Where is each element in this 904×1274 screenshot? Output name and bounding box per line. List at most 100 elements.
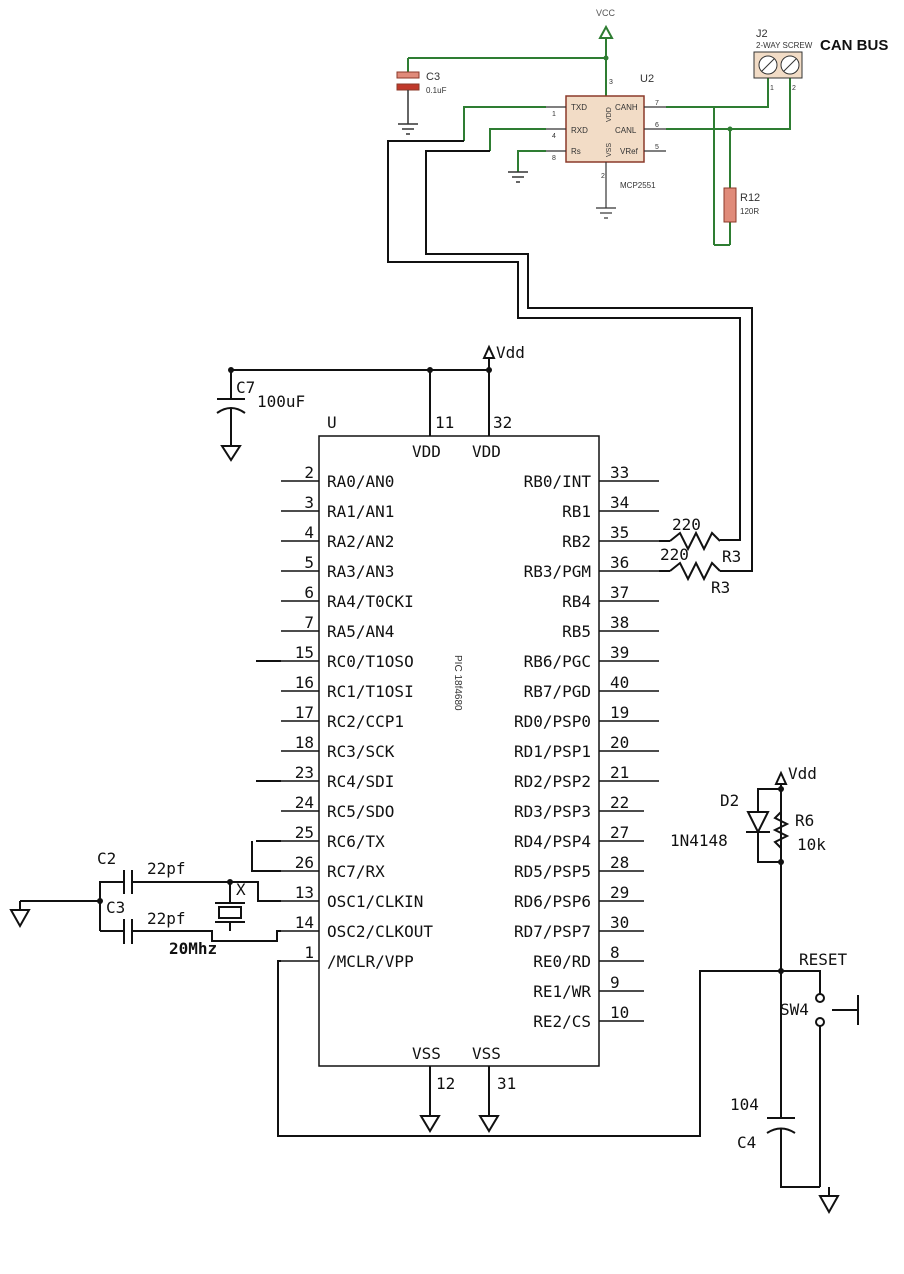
r12-value: 120R [740,207,759,216]
left-bus-stubs [251,660,281,872]
reset-junction-3 [778,859,784,865]
pic-pin-right: 20 RD1/PSP1 [514,733,659,761]
c2-value: 22pf [147,859,186,878]
r12-ref: R12 [740,192,760,204]
c4-ref: C4 [737,1133,756,1152]
txd-trace [463,106,546,141]
pin-name: RB4 [562,592,591,611]
pin-number: 13 [295,883,314,902]
r3a-resistor [669,530,721,552]
vdd-top-label: Vdd [496,343,525,362]
pin-number: 20 [610,733,629,752]
c4-value: 104 [730,1095,759,1114]
pin-name: OSC2/CLKOUT [327,922,433,941]
r3a-value: 220 [672,515,701,534]
pin-number: 40 [610,673,629,692]
pin-number: 7 [304,613,314,632]
pin-name: RA1/AN1 [327,502,394,521]
pin-number: 23 [295,763,314,782]
pin-number: 16 [295,673,314,692]
u2-pin-canh-name: CANH [615,103,638,112]
pin-name: RB6/PGC [524,652,591,671]
pin-name: RC0/T1OSO [327,652,414,671]
xtal-junction-2 [97,898,103,904]
pic-ref: U [327,413,337,432]
u2-pin-canl-num: 6 [655,122,659,129]
r3b-resistor [669,560,721,582]
c3-value: 22pf [147,909,186,928]
pin-number: 14 [295,913,314,932]
pin-number: 22 [610,793,629,812]
mcu-rx-wire [387,140,753,572]
pic-part: PIC 18f4680 [452,655,463,711]
pin-number: 1 [304,943,314,962]
pic-pin-right: 10 RE2/CS [533,1003,644,1031]
pin-number: 34 [610,493,629,512]
j2-title: CAN BUS [820,37,888,54]
can-transceiver-section: VCC C3 0.1uF U2 MCP2551 TXD RXD Rs CANH … [387,8,888,572]
c3-top-value: 0.1uF [426,86,447,95]
u2-pin-txd-num: 1 [552,111,556,118]
xtal-junction-1 [227,879,233,885]
j2-ref: J2 [756,28,768,40]
c7-capacitor [216,370,246,462]
c3-top-ref: C3 [426,71,440,83]
pin-name: RC7/RX [327,862,385,881]
pin-number: 3 [304,493,314,512]
pin-number: 10 [610,1003,629,1022]
r3a-ref: R3 [722,547,741,566]
crystal-mark: X [236,880,246,899]
pin-name: RC2/CCP1 [327,712,404,731]
pin-number: 9 [610,973,620,992]
pin-name: RD4/PSP4 [514,832,591,851]
pin-name: RD3/PSP3 [514,802,591,821]
pin-name: RB1 [562,502,591,521]
u2-ref: U2 [640,73,654,85]
pic-section: Vdd C7 100uF U PIC 18f4680 VDD VDD 11 32… [9,343,859,1215]
pin-name: RC3/SCK [327,742,395,761]
j2-pin2: 2 [792,85,796,92]
pin-name: RA0/AN0 [327,472,394,491]
u2-pin-rs-num: 8 [552,155,556,162]
vss-label-1: VSS [412,1044,441,1063]
crystal-value: 20Mhz [169,939,217,958]
pic-right-pins: 33RB0/INT34RB135RB236RB3/PGM37RB438RB539… [514,463,670,1031]
vdd-pin-32: 32 [493,413,512,432]
j2-screw-2-slot [783,58,797,72]
rs-ground [517,150,546,172]
pic-pin-left: 14 OSC2/CLKOUT [281,913,433,941]
pin-name: RB3/PGM [524,562,591,581]
c3-ref: C3 [106,898,125,917]
pin-name: RE2/CS [533,1012,591,1031]
vss-label-2: VSS [472,1044,501,1063]
r12-body [723,187,737,223]
pin-number: 29 [610,883,629,902]
j2-screw-1-slot [761,58,775,72]
pin-name: RA4/T0CKI [327,592,414,611]
pin-name: RD1/PSP1 [514,742,591,761]
pin-number: 6 [304,583,314,602]
pin-name: RA3/AN3 [327,562,394,581]
d2-ref: D2 [720,791,739,810]
pic-pin-right: 9 RE1/WR [533,973,644,1001]
pin-number: 18 [295,733,314,752]
u2-pin-vdd-num: 3 [609,79,613,86]
c2-ref: C2 [97,849,116,868]
reset-circuit [277,770,859,1215]
pic-pin-left: 3 RA1/AN1 [281,493,394,521]
pin-number: 28 [610,853,629,872]
pin-name: RE1/WR [533,982,591,1001]
pin-number: 35 [610,523,629,542]
pin-number: 4 [304,523,314,542]
